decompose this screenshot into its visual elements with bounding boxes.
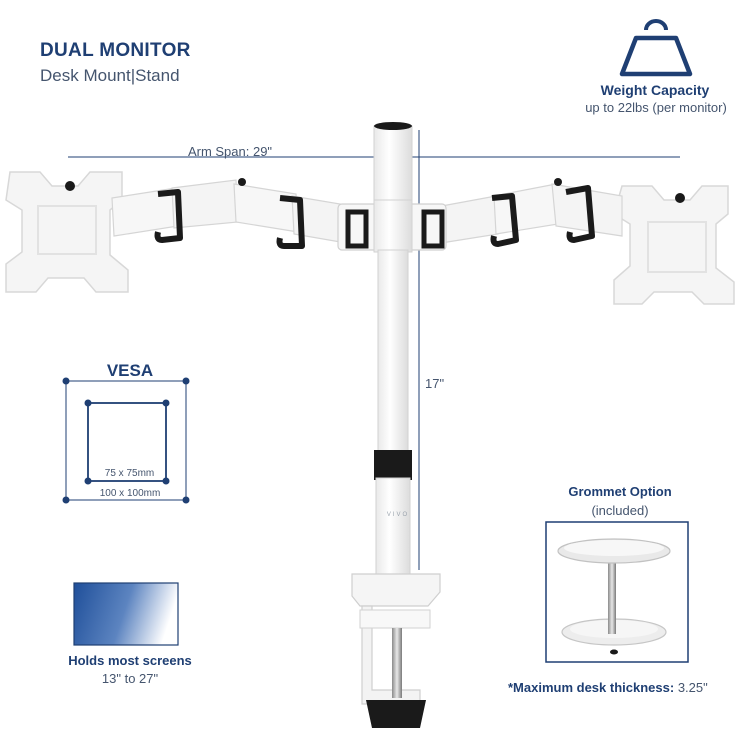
screen-icon xyxy=(73,582,179,646)
screens-range: 13" to 27" xyxy=(101,671,159,686)
height-label: 17" xyxy=(425,376,445,391)
vesa-title: VESA xyxy=(106,361,154,380)
desk-thickness-note: *Maximum desk thickness: 3.25" xyxy=(508,680,748,695)
weight-icon xyxy=(619,19,693,77)
product-title: DUAL MONITOR xyxy=(40,40,191,61)
brand-logo: VIVO xyxy=(386,512,410,518)
desk-clamp xyxy=(351,573,441,728)
screens-title: Holds most screens xyxy=(68,653,192,668)
pole xyxy=(373,122,413,581)
product-subtitle: Desk Mount|Stand xyxy=(40,66,180,85)
desk-thickness-value: 3.25" xyxy=(677,680,708,695)
vesa-diagram xyxy=(62,377,190,504)
arm-span-label: Arm Span: 29" xyxy=(187,144,273,159)
grommet-title: Grommet Option xyxy=(568,484,672,499)
desk-thickness-label: *Maximum desk thickness: xyxy=(508,680,675,695)
left-vesa-plate xyxy=(5,171,129,293)
right-vesa-plate xyxy=(613,185,735,305)
weight-capacity-title: Weight Capacity xyxy=(600,82,710,98)
grommet-subtitle: (included) xyxy=(591,503,649,518)
weight-capacity-value: up to 22lbs (per monitor) xyxy=(585,100,727,115)
left-arm xyxy=(111,178,353,249)
grommet-illustration xyxy=(545,521,689,663)
right-arm xyxy=(419,178,623,247)
vesa-small-label: 75 x 75mm xyxy=(104,468,155,479)
vesa-large-label: 100 x 100mm xyxy=(99,488,161,499)
